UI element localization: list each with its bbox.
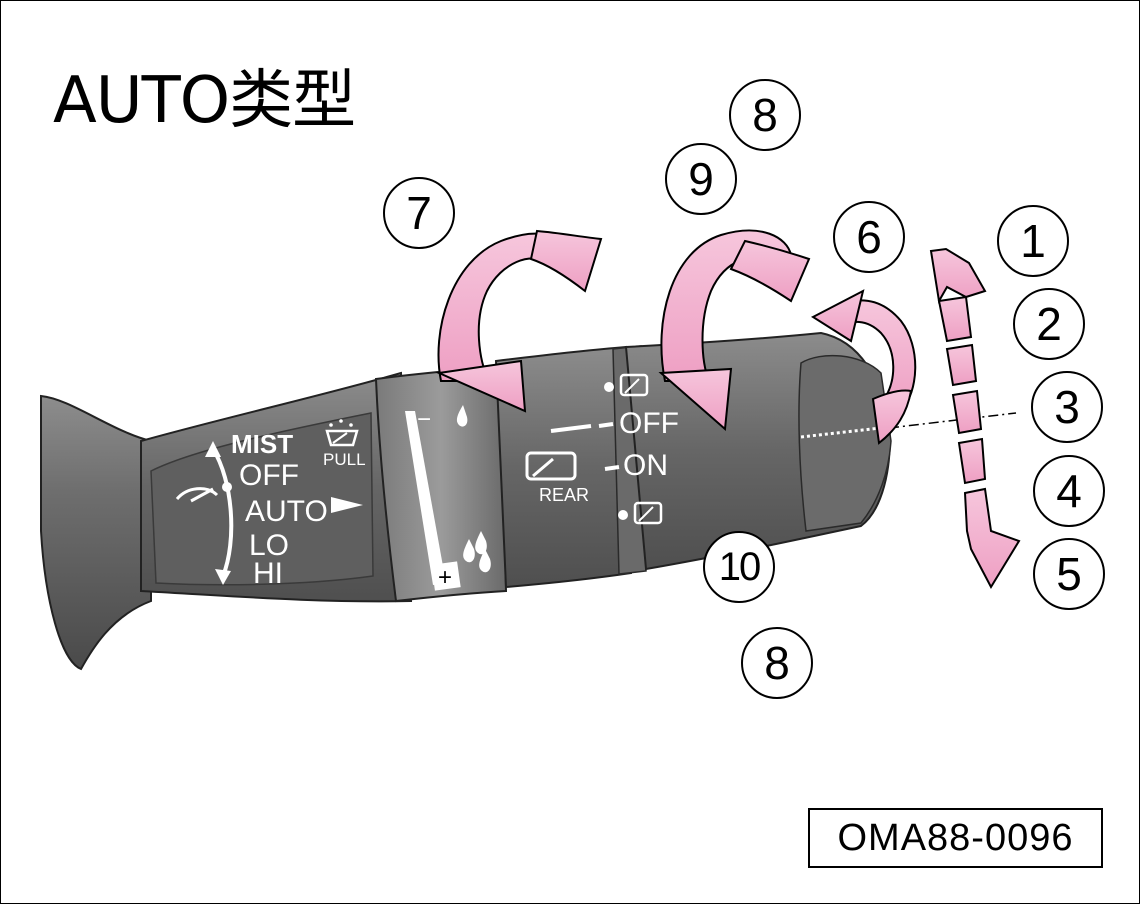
mode-mist: MIST bbox=[231, 429, 293, 459]
washer-icon bbox=[325, 419, 359, 447]
auto-arrow-icon bbox=[331, 497, 363, 513]
rear-washer-icon-top bbox=[619, 373, 649, 397]
page-title: AUTO类型 bbox=[53, 64, 356, 138]
pull-label: PULL bbox=[323, 450, 366, 469]
rear-label: REAR bbox=[539, 485, 589, 505]
rotate-arrow-6 bbox=[810, 289, 917, 445]
windshield-wiper-icon bbox=[175, 487, 219, 503]
lever-axis-line-ext bbox=[888, 412, 1017, 429]
mode-hi: HI bbox=[253, 557, 283, 590]
mode-lo: LO bbox=[249, 529, 289, 562]
callout-6: 6 bbox=[833, 201, 905, 273]
rain-drops-icon bbox=[463, 531, 491, 573]
mode-selector-arc bbox=[211, 447, 234, 577]
rear-position-off: OFF bbox=[619, 407, 679, 440]
rotate-arrow-9 bbox=[658, 229, 811, 432]
mode-auto: AUTO bbox=[245, 495, 328, 528]
lever-tip-end bbox=[798, 354, 892, 532]
figure-code: OMA88-0096 bbox=[808, 808, 1103, 868]
sensitivity-minus: − bbox=[417, 406, 431, 433]
callout-9: 9 bbox=[665, 143, 737, 215]
callout-3: 3 bbox=[1031, 371, 1103, 443]
rain-drop-icon bbox=[456, 405, 468, 427]
vertical-position-arrow bbox=[929, 247, 1021, 590]
callout-5: 5 bbox=[1033, 538, 1105, 610]
sensitivity-plus: + bbox=[438, 564, 452, 591]
mode-off: OFF bbox=[239, 459, 299, 492]
callout-4: 4 bbox=[1033, 455, 1105, 527]
callout-2: 2 bbox=[1013, 288, 1085, 360]
lever-grip bbox=[40, 394, 152, 671]
rear-wiper-icon bbox=[525, 451, 577, 481]
rear-washer-icon-bottom bbox=[633, 501, 663, 525]
callout-1: 1 bbox=[997, 205, 1069, 277]
callout-8-bottom: 8 bbox=[741, 627, 813, 699]
callout-10: 10 bbox=[703, 531, 775, 603]
rear-position-on: ON bbox=[623, 449, 668, 482]
rotate-arrow-7 bbox=[435, 229, 603, 413]
callout-7: 7 bbox=[383, 177, 455, 249]
callout-8-top: 8 bbox=[729, 79, 801, 151]
sensitivity-scale bbox=[405, 411, 446, 585]
